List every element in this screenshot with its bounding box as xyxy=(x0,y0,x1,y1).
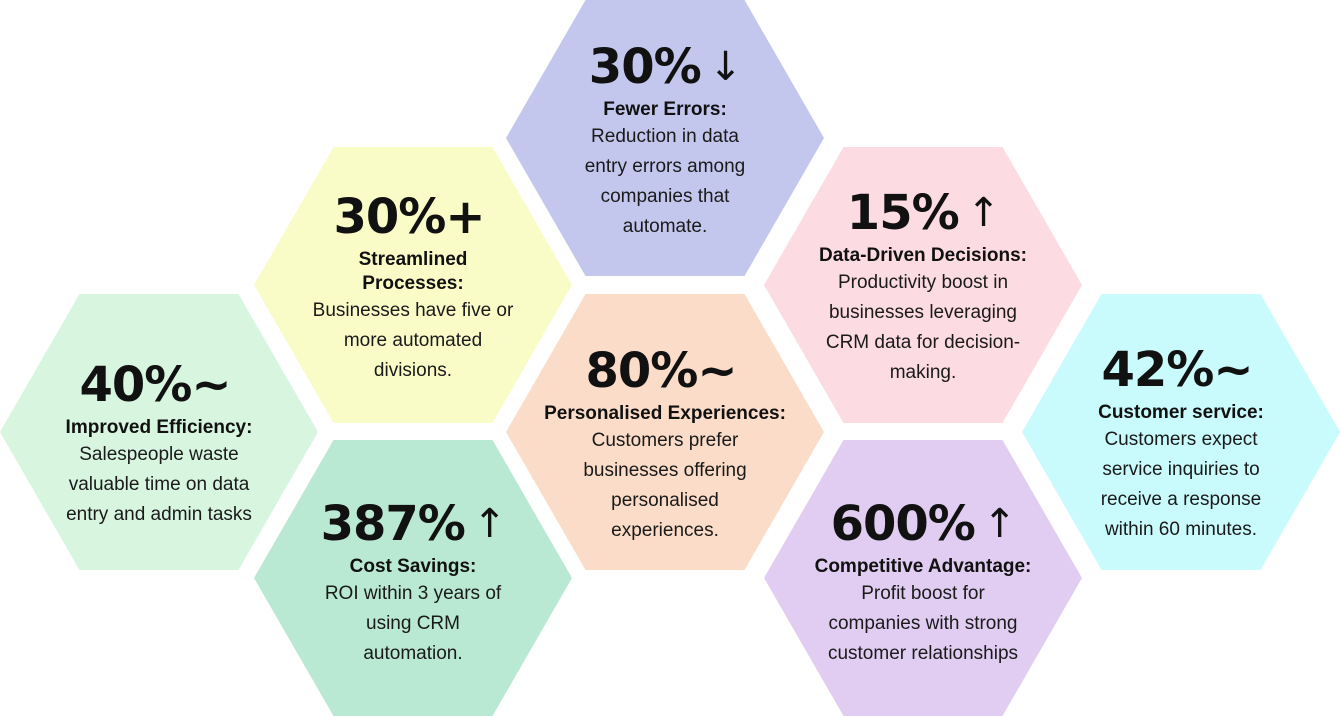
stat-number: 80%~ xyxy=(585,343,737,399)
stat-value: 30%+ xyxy=(333,190,492,244)
stat-value: 30%↓ xyxy=(588,39,743,95)
stat-description: Profit boost for companies with strong c… xyxy=(827,583,1019,664)
stat-value: 42%~ xyxy=(1101,343,1260,397)
stat-description: Salespeople waste valuable time on data … xyxy=(66,444,252,525)
stat-number: 600% xyxy=(830,496,976,552)
hex-cost-savings: 387%↑ Cost Savings: ROI within 3 years o… xyxy=(254,440,572,716)
stat-value: 15%↑ xyxy=(846,185,1001,241)
stat-heading: Customer service: xyxy=(1098,402,1264,423)
stat-number: 387% xyxy=(320,496,466,552)
stat-number: 30% xyxy=(588,39,702,95)
stat-heading: Improved Efficiency: xyxy=(65,417,253,438)
stat-heading: Cost Savings: xyxy=(349,556,477,577)
hex-fewer-errors: 30%↓ Fewer Errors: Reduction in data ent… xyxy=(506,0,824,276)
hex-customer-service: 42%~ Customer service: Customers expect … xyxy=(1022,294,1340,570)
stat-arrow-icon: ↑ xyxy=(966,190,1001,236)
hex-personalised-experiences: 80%~ Personalised Experiences: Customers… xyxy=(506,294,824,570)
stat-description: Businesses have five or more automated d… xyxy=(312,300,514,381)
hex-improved-efficiency: 40%~ Improved Efficiency: Salespeople wa… xyxy=(0,294,318,570)
stat-description: Customers prefer businesses offering per… xyxy=(583,430,747,541)
stat-number: 30%+ xyxy=(333,189,485,245)
stat-description: Customers expect service inquiries to re… xyxy=(1100,429,1262,540)
stat-description: ROI within 3 years of using CRM automati… xyxy=(324,583,502,664)
stat-number: 15% xyxy=(846,185,960,241)
stat-arrow-icon: ↓ xyxy=(708,44,743,90)
stat-description: Productivity boost in businesses leverag… xyxy=(825,272,1021,383)
stat-value: 387%↑ xyxy=(320,496,507,552)
stat-heading: Fewer Errors: xyxy=(603,99,727,120)
hex-competitive-advantage: 600%↑ Competitive Advantage: Profit boos… xyxy=(764,440,1082,716)
stat-arrow-icon: ↑ xyxy=(472,501,507,547)
stat-value: 40%~ xyxy=(79,358,238,412)
stat-arrow-icon: ↑ xyxy=(982,501,1017,547)
stat-heading: Personalised Experiences: xyxy=(544,403,786,424)
hex-data-driven-decisions: 15%↑ Data-Driven Decisions: Productivity… xyxy=(764,147,1082,423)
stat-heading: Data-Driven Decisions: xyxy=(818,245,1027,266)
stat-value: 80%~ xyxy=(585,344,744,398)
stat-description: Reduction in data entry errors among com… xyxy=(584,126,746,237)
hex-streamlined-processes: 30%+ Streamlined Processes: Businesses h… xyxy=(254,147,572,423)
stat-value: 600%↑ xyxy=(830,496,1017,552)
stat-number: 42%~ xyxy=(1101,342,1253,398)
stat-heading: Competitive Advantage: xyxy=(814,556,1032,577)
stat-number: 40%~ xyxy=(79,357,231,413)
stat-heading: Streamlined Processes: xyxy=(358,249,468,294)
